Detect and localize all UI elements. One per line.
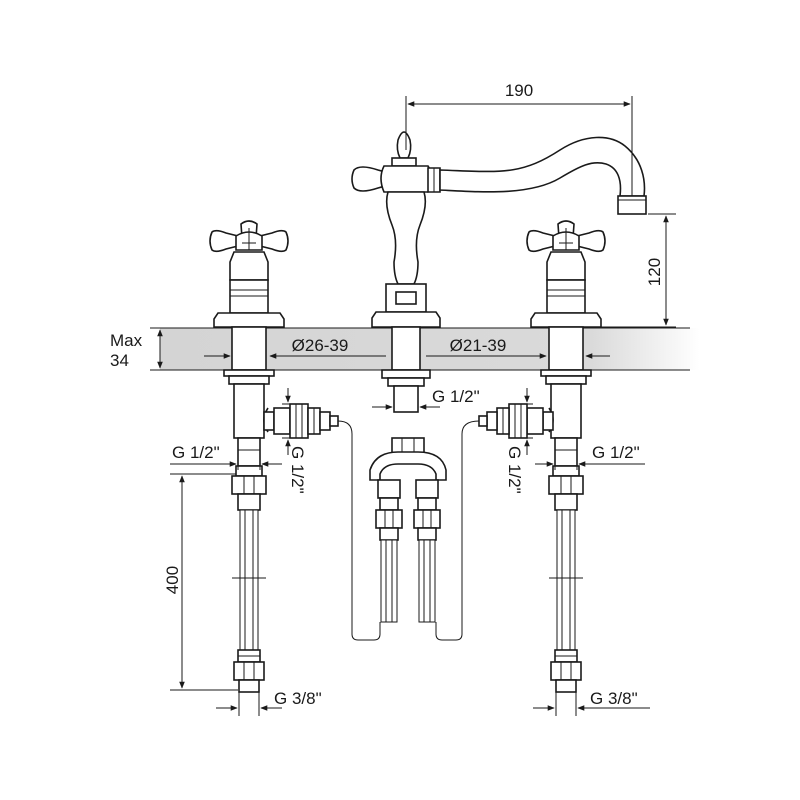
left-valve <box>209 220 339 511</box>
deck-thickness-label: 34 <box>110 351 129 370</box>
right-outlet-thread-label: G 1/2" <box>592 443 640 462</box>
deck-max-label: Max <box>110 331 143 350</box>
right-hose-end-label: G 3/8" <box>590 689 638 708</box>
center-spout <box>351 131 647 413</box>
left-cross-handle <box>209 220 289 253</box>
left-outlet-thread-label: G 1/2" <box>172 443 220 462</box>
hole-right-diameter-label: Ø21-39 <box>450 336 507 355</box>
hole-left-diameter-label: Ø26-39 <box>292 336 349 355</box>
left-hose-end-label: G 3/8" <box>274 689 322 708</box>
center-thread-label: G 1/2" <box>432 387 480 406</box>
right-flex-hose <box>549 509 583 693</box>
hose-length-label: 400 <box>163 566 182 594</box>
right-side-thread-label: G 1/2" <box>505 446 524 494</box>
right-connection-line <box>435 420 480 641</box>
spout-height-label: 120 <box>645 258 664 286</box>
left-side-thread-label: G 1/2" <box>288 446 307 494</box>
left-flex-hose <box>232 509 266 693</box>
spout-reach-label: 190 <box>505 81 533 100</box>
center-t-connector <box>369 437 447 623</box>
right-valve <box>478 220 606 511</box>
left-connection-line <box>337 420 381 641</box>
right-cross-handle <box>526 220 606 253</box>
